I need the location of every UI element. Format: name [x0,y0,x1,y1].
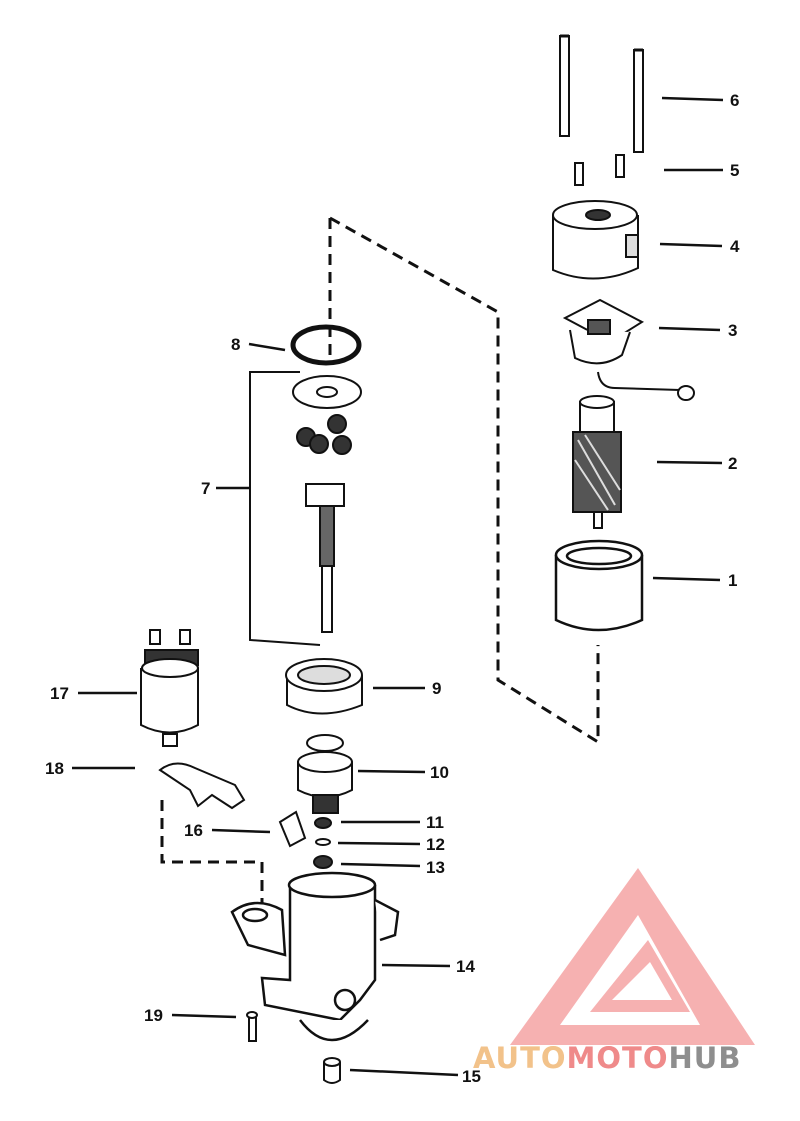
screws [574,154,625,186]
callout-5: 5 [730,161,739,180]
watermark-text: AUTOMOTOHUB [473,1041,741,1075]
ring-gear [285,658,363,715]
cover-plate [278,810,307,848]
callout-1: 1 [728,571,737,590]
callout-7: 7 [201,479,210,498]
leader-lines [72,96,724,1077]
callout-16: 16 [184,821,203,840]
solenoid [140,629,199,747]
brush-holder [562,298,695,401]
callout-12: 12 [426,835,445,854]
watermark-part-auto: AUTO [473,1041,567,1075]
callout-14: 14 [456,957,475,976]
o-ring [290,324,362,366]
callout-10: 10 [430,763,449,782]
callout-6: 6 [730,91,739,110]
callout-18: 18 [45,759,64,778]
assembly-dashed-lines [160,216,600,905]
armature [572,395,622,529]
callout-3: 3 [728,321,737,340]
planetary-gear-set [292,375,362,633]
callout-13: 13 [426,858,445,877]
callout-labels: 1 2 3 4 5 6 7 8 9 10 11 12 13 14 15 16 1… [45,91,740,1086]
drive-pinion [297,734,353,814]
watermark-logo [510,868,755,1045]
housing-bolt [246,1011,258,1042]
through-bolts [559,34,644,153]
bushing [323,1057,341,1084]
callout-9: 9 [432,679,441,698]
watermark-part-hub: HUB [669,1041,742,1075]
small-washers [313,817,333,869]
callout-17: 17 [50,684,69,703]
callout-8: 8 [231,335,240,354]
callout-15: 15 [462,1067,481,1086]
end-cap [552,200,639,280]
callout-19: 19 [144,1006,163,1025]
callout-4: 4 [730,237,740,256]
shift-lever [158,762,246,810]
item7-bracket [249,371,321,646]
field-frame [554,539,644,632]
callout-11: 11 [426,813,444,832]
drive-housing [230,871,400,1042]
callout-2: 2 [728,454,737,473]
watermark-part-moto: MOTO [567,1041,669,1075]
